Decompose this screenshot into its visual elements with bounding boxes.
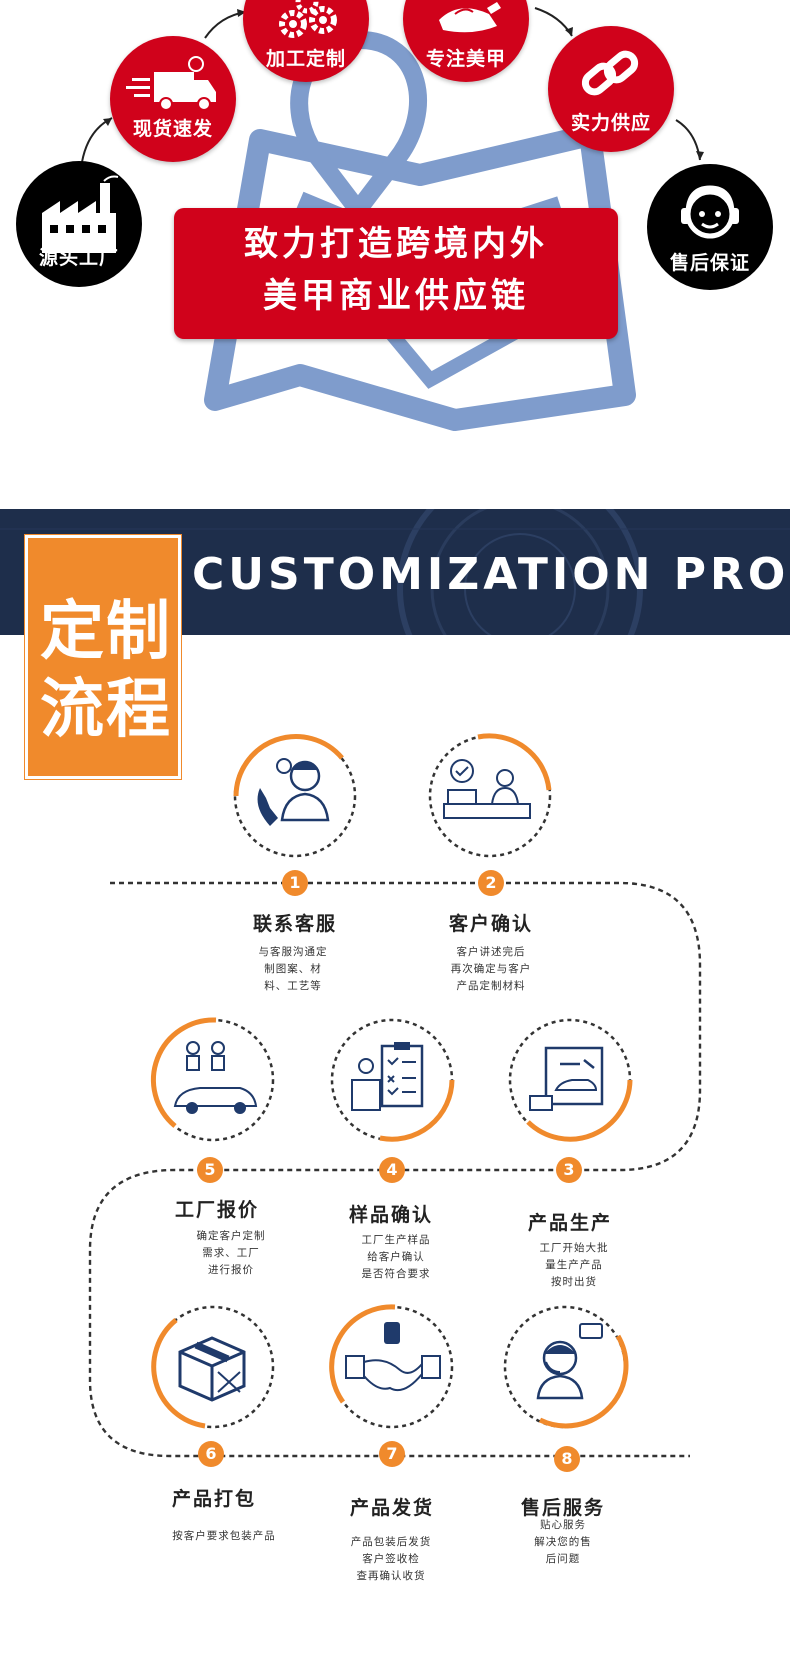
feature-label: 现货速发 [132,118,213,140]
gears-icon [279,0,337,38]
feature-circle-service: 售后保证 [647,164,773,290]
step-title-2: 客户确认 [448,913,533,935]
step-number: 2 [478,870,504,896]
feature-circle-stock: 现货速发 [110,36,236,162]
feature-label: 加工定制 [265,48,346,70]
step-title-6: 产品打包 [171,1488,256,1510]
checklist-icon [351,1042,424,1111]
step-desc-3: 工厂开始大批量生产产品按时出货 [539,1242,609,1288]
feature-circle-custom: 加工定制 [243,0,369,82]
step-circle-5 [151,1017,275,1142]
step-title-4: 样品确认 [348,1204,433,1226]
step-desc-7: 产品包装后发货客户签收检查再确认收货 [350,1536,432,1582]
step-circle-6 [151,1305,275,1429]
badge-line-2: 流程 [40,672,172,747]
step-title-1: 联系客服 [252,913,337,935]
feature-label: 源头工厂 [38,247,119,269]
step-desc-5: 确定客户定制需求、工厂进行报价 [196,1230,266,1276]
desk-confirm-icon [443,759,531,819]
slogan-line-2: 美甲商业供应链 [263,276,529,316]
step-number: 1 [282,870,308,896]
step-desc-4: 工厂生产样品给客户确认是否符合要求 [361,1234,431,1280]
slogan-line-1: 致力打造跨境内外 [244,224,548,264]
step-circle-3 [508,1018,633,1142]
chain-link-icon [581,50,639,96]
car-quote-icon [173,1041,258,1114]
step-circle-1 [233,734,357,858]
process-path [88,881,702,1458]
step-number: 5 [197,1157,223,1183]
section-badge: 定制 流程 [25,535,181,779]
badge-line-1: 定制 [40,594,172,669]
handshake-icon [345,1322,441,1392]
phone-agent-icon [257,758,330,826]
step-desc-6: 按客户要求包装产品 [172,1530,276,1542]
hero-section: 源头工厂 现货速发 加工定制 专 [0,0,790,470]
feature-circle-factory: 源头工厂 [16,161,142,287]
slogan-banner: 致力打造跨境内外 美甲商业供应链 [174,208,618,339]
feature-label: 售后保证 [669,252,750,274]
step-desc-8: 贴心服务解决您的售后问题 [534,1519,592,1565]
step-title-8: 售后服务 [520,1497,605,1519]
section-title-en: CUSTOMIZATION PROCESS [192,549,790,600]
step-circle-2 [428,733,552,858]
step-title-7: 产品发货 [349,1497,434,1519]
step-circle-4 [330,1018,455,1142]
package-box-icon [178,1336,246,1402]
process-flow-graphic [88,733,702,1458]
step-number: 4 [379,1157,405,1183]
hand-nail-icon [439,2,501,33]
step-number: 8 [554,1446,580,1472]
step-number: 7 [379,1441,405,1467]
factory-icon [42,175,119,253]
feature-label: 实力供应 [570,112,651,134]
step-circle-7 [329,1304,454,1429]
band-decoration [0,509,790,635]
step-number: 3 [556,1157,582,1183]
step-desc-2: 客户讲述完后再次确定与客户产品定制材料 [450,946,532,992]
feature-circle-supply: 实力供应 [548,26,674,152]
delivery-truck-icon [126,56,216,111]
step-title-5: 工厂报价 [174,1199,259,1221]
feature-label: 专注美甲 [425,48,506,70]
customer-service-icon [681,185,739,239]
production-icon [529,1046,604,1111]
feature-circle-nail: 专注美甲 [403,0,529,82]
support-agent-icon [536,1323,603,1400]
step-circle-8 [503,1305,629,1429]
step-desc-1: 与客服沟通定制图案、材料、工艺等 [258,946,328,992]
step-title-3: 产品生产 [527,1212,612,1234]
step-number: 6 [198,1441,224,1467]
